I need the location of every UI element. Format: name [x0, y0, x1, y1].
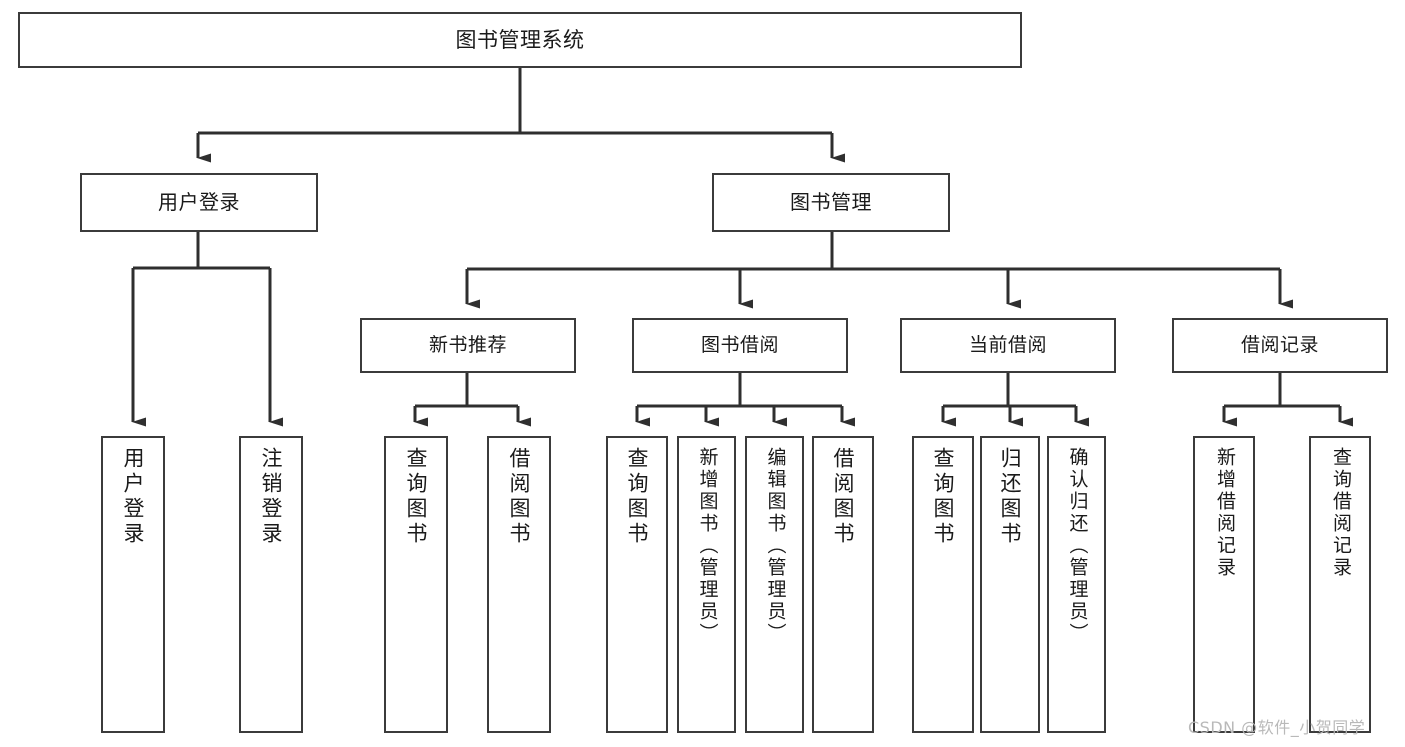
node-label: 图书管理	[790, 189, 872, 214]
node-label: 用户登录	[121, 447, 146, 547]
node-label: 当前借阅	[968, 334, 1047, 357]
node-book-management[interactable]: 图书管理	[712, 173, 950, 232]
leaf-borrow-record-add-record[interactable]: 新增借阅记录	[1193, 436, 1255, 733]
node-book-borrow[interactable]: 图书借阅	[632, 318, 848, 373]
node-label: 查询借阅记录	[1329, 447, 1352, 579]
node-new-book-recommend[interactable]: 新书推荐	[360, 318, 576, 373]
node-label: 归还图书	[998, 447, 1023, 547]
node-label: 注销登录	[259, 447, 284, 547]
node-user-login[interactable]: 用户登录	[80, 173, 318, 232]
leaf-current-borrow-query-books[interactable]: 查询图书	[912, 436, 974, 733]
node-label: 查询图书	[931, 447, 956, 547]
node-label: 查询图书	[625, 447, 650, 547]
leaf-book-borrow-edit-book-admin[interactable]: 编辑图书（管理员）	[745, 436, 804, 733]
leaf-book-borrow-borrow-books[interactable]: 借阅图书	[812, 436, 874, 733]
node-borrow-record[interactable]: 借阅记录	[1172, 318, 1388, 373]
node-current-borrow[interactable]: 当前借阅	[900, 318, 1116, 373]
node-label: 借阅图书	[831, 447, 856, 547]
leaf-new-book-borrow-books[interactable]: 借阅图书	[487, 436, 551, 733]
leaf-book-borrow-query-books[interactable]: 查询图书	[606, 436, 668, 733]
node-label: 确认归还（管理员）	[1066, 447, 1089, 645]
node-label: 新增借阅记录	[1213, 447, 1236, 579]
node-label: 借阅记录	[1240, 334, 1319, 357]
leaf-borrow-record-query-record[interactable]: 查询借阅记录	[1309, 436, 1371, 733]
node-label: 查询图书	[404, 447, 429, 547]
node-root-book-management-system[interactable]: 图书管理系统	[18, 12, 1022, 68]
node-label: 新书推荐	[428, 334, 507, 357]
node-label: 借阅图书	[507, 447, 532, 547]
leaf-current-borrow-return-books[interactable]: 归还图书	[980, 436, 1040, 733]
node-label: 新增图书（管理员）	[696, 447, 719, 645]
node-label: 图书管理系统	[455, 27, 585, 52]
node-label: 编辑图书（管理员）	[764, 447, 787, 645]
leaf-book-borrow-add-book-admin[interactable]: 新增图书（管理员）	[677, 436, 736, 733]
node-label: 图书借阅	[700, 334, 779, 357]
leaf-user-login-logout[interactable]: 注销登录	[239, 436, 303, 733]
node-label: 用户登录	[158, 189, 240, 214]
leaf-user-login-login[interactable]: 用户登录	[101, 436, 165, 733]
leaf-current-borrow-confirm-return-admin[interactable]: 确认归还（管理员）	[1047, 436, 1106, 733]
leaf-new-book-query-books[interactable]: 查询图书	[384, 436, 448, 733]
